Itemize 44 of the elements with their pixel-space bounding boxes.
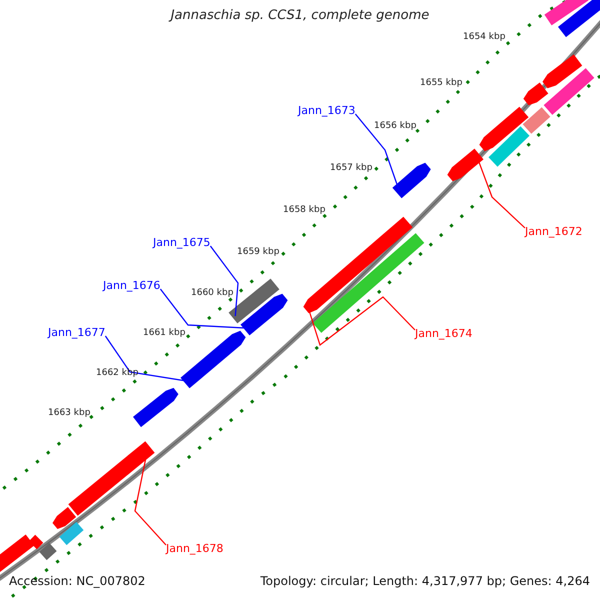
gene-block [0, 534, 34, 572]
gene-block [544, 68, 594, 115]
pointed-gene-block [447, 148, 484, 182]
gene-block [68, 441, 155, 516]
genome-info-text: Topology: circular; Length: 4,317,977 bp; Genes: 4,264 [260, 575, 590, 587]
gene-block [39, 542, 57, 560]
scale-label: 1656 kbp [374, 120, 416, 132]
gene-label: Jann_1678 [166, 543, 224, 555]
scale-label: 1654 kbp [463, 31, 506, 43]
scale-label: 1662 kbp [96, 367, 138, 379]
gene-label: Jann_1676 [103, 280, 160, 292]
pointed-gene-block [479, 106, 529, 152]
pointed-gene-block [303, 216, 413, 314]
scale-label: 1655 kbp [420, 77, 462, 89]
gene-block [522, 107, 550, 134]
scale-label: 1657 kbp [330, 162, 372, 174]
gene-label: Jann_1673 [298, 105, 356, 117]
gene-label: Jann_1672 [525, 226, 582, 238]
leader-line [354, 114, 400, 192]
scale-label: 1658 kbp [283, 204, 326, 216]
pointed-gene-block [523, 82, 548, 106]
gene-label: Jann_1675 [153, 237, 210, 249]
accession-text: Accession: NC_007802 [9, 575, 146, 587]
gene-label: Jann_1677 [48, 327, 106, 339]
title: Jannaschia sp. CCS1, complete genome [168, 10, 430, 22]
scale-label: 1659 kbp [237, 246, 280, 258]
leader-line [160, 288, 248, 329]
leader-line [210, 246, 239, 316]
gene-block [59, 522, 84, 546]
scale-label: 1660 kbp [191, 287, 234, 299]
scale-label: 1661 kbp [143, 327, 186, 339]
pointed-gene-block [133, 388, 178, 428]
gene-block [544, 0, 589, 26]
leader-line [104, 336, 188, 382]
gene-block [558, 0, 600, 38]
pointed-gene-block [392, 162, 431, 198]
leader-line [308, 296, 416, 346]
gene-block [28, 534, 44, 550]
pointed-gene-block [52, 507, 76, 529]
scale-label: 1663 kbp [48, 407, 90, 419]
gene-block [488, 126, 530, 167]
pointed-gene-block [542, 54, 582, 88]
pointed-gene-block [240, 294, 288, 336]
gene-label: Jann_1674 [415, 328, 472, 340]
